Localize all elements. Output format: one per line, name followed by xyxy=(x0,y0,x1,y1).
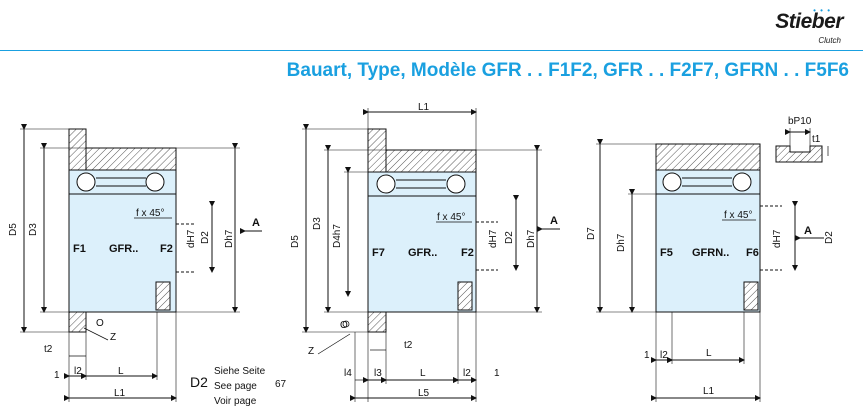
d2-label-l3: l3 xyxy=(374,368,382,379)
d2-label-z: Z xyxy=(308,346,314,357)
page-reference-note: Siehe Seite See page Voir page xyxy=(214,364,265,409)
drawing-3-labels: bP10 t1 D7 Dh7 F5 GFRN.. F6 f x 45° dH7 … xyxy=(586,116,835,397)
d1-label-dh7-upper: Dh7 xyxy=(224,229,235,248)
d1-label-l1: L1 xyxy=(114,388,126,399)
d1-label-z: Z xyxy=(110,332,116,343)
d2-label-l2: l2 xyxy=(463,368,471,379)
bearing-ball-left-1 xyxy=(76,172,96,192)
d2-label-d5: D5 xyxy=(290,235,301,248)
d2-label-l1: L1 xyxy=(418,102,430,113)
bearing-ball-left-3 xyxy=(662,172,682,192)
keyway-2 xyxy=(457,281,473,311)
drawing-2-labels: L1 D5 D3 D4h7 F7 GFR.. F2 f x 45° dH7 D2… xyxy=(290,102,558,399)
d1-label-f2: F2 xyxy=(160,243,173,255)
keyway-1 xyxy=(155,281,171,311)
d2-label-f7: F7 xyxy=(372,247,385,259)
d1-label-d2: D2 xyxy=(200,231,211,244)
d3-label-l1: L1 xyxy=(703,386,715,397)
d2-label-d2: D2 xyxy=(504,231,515,244)
bearing-ball-right-1 xyxy=(145,172,165,192)
keyway-3 xyxy=(743,281,759,311)
d2-label-dh7: dH7 xyxy=(488,229,499,248)
key-detail xyxy=(775,145,823,163)
d1-label-f1: F1 xyxy=(73,243,86,255)
d2-label-d3: D3 xyxy=(312,217,323,230)
drawing-1-labels: D5 D3 F1 GFR.. F2 f x 45° dH7 D2 Dh7 A O… xyxy=(8,208,260,399)
d3-label-l: L xyxy=(706,348,712,359)
d3-label-chamfer: f x 45° xyxy=(724,210,752,221)
drawing-2 xyxy=(302,108,560,402)
d1-label-t2: t2 xyxy=(44,344,53,355)
d3-label-dh7-upper: Dh7 xyxy=(616,233,627,252)
d1-label-d3: D3 xyxy=(28,223,39,236)
d1-label-l: L xyxy=(118,366,124,377)
drawing-1 xyxy=(20,124,262,402)
flange-1-lower xyxy=(68,311,87,333)
d3-label-a: A xyxy=(804,225,812,237)
d2-label-a: A xyxy=(550,215,558,227)
logo-dots: • • • xyxy=(813,6,831,15)
header-rule xyxy=(0,50,863,51)
d2-label-o: O xyxy=(340,320,348,331)
d2-label-l4: l4 xyxy=(344,368,352,379)
outer-race-3 xyxy=(655,143,761,171)
note-symbol: D2 xyxy=(190,374,208,390)
d2-label-l: L xyxy=(420,368,426,379)
d2-label-t2: t2 xyxy=(404,340,413,351)
d3-label-t1: t1 xyxy=(812,134,821,145)
d3-label-l2: l2 xyxy=(660,350,668,361)
outer-race-1 xyxy=(85,147,177,171)
bearing-ball-left-2 xyxy=(376,174,396,194)
d3-label-model: GFRN.. xyxy=(692,247,729,259)
note-line-en: See page xyxy=(214,381,257,392)
d3-label-d7: D7 xyxy=(586,227,597,240)
d1-label-o: O xyxy=(96,318,104,329)
d1-label-dh7: dH7 xyxy=(186,229,197,248)
hub-body-3 xyxy=(655,193,761,313)
d3-label-bp10: bP10 xyxy=(788,116,812,127)
brand-logo: • • • Stieber Clutch xyxy=(759,6,849,48)
bearing-ball-right-3 xyxy=(732,172,752,192)
note-page-number[interactable]: 67 xyxy=(275,379,287,390)
d2-label-chamfer: f x 45° xyxy=(437,212,465,223)
d1-label-l2: l2 xyxy=(74,366,82,377)
d1-label-model: GFR.. xyxy=(109,243,138,255)
note-line-de: Siehe Seite xyxy=(214,366,266,377)
drawing-3 xyxy=(596,128,829,402)
brand-name: Stieber xyxy=(775,10,843,33)
bearing-ball-right-2 xyxy=(446,174,466,194)
d1-label-chamfer: f x 45° xyxy=(136,208,164,219)
note-line-fr: Voir page xyxy=(214,396,257,407)
d3-label-dh7: dH7 xyxy=(772,229,783,248)
d2-label-l5: L5 xyxy=(418,388,430,399)
d1-label-a: A xyxy=(252,217,260,229)
d1-label-d5: D5 xyxy=(8,223,19,236)
d3-label-f6: F6 xyxy=(746,247,759,259)
d3-label-1: 1 xyxy=(644,350,650,361)
d2-label-d4: D4h7 xyxy=(332,224,343,248)
d2-label-f2: F2 xyxy=(461,247,474,259)
d3-label-d2: D2 xyxy=(824,231,835,244)
d2-label-1: 1 xyxy=(494,368,500,379)
outer-race-2 xyxy=(385,149,477,173)
brand-subtitle: Clutch xyxy=(818,36,841,45)
page-title: Bauart, Type, Modèle GFR . . F1F2, GFR .… xyxy=(286,60,849,81)
d3-label-f5: F5 xyxy=(660,247,673,259)
d2-label-model: GFR.. xyxy=(408,247,437,259)
d2-label-dh7-upper: Dh7 xyxy=(526,229,537,248)
d1-label-1: 1 xyxy=(54,370,60,381)
